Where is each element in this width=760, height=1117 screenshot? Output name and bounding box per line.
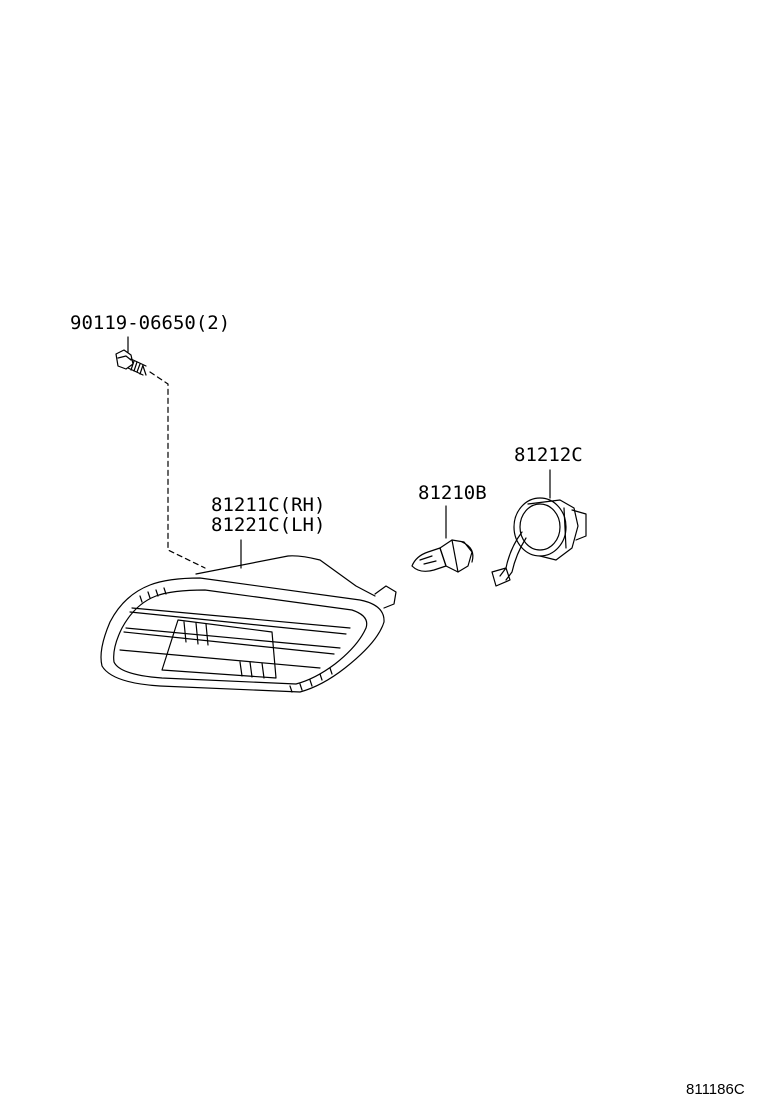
screw-install-dash — [150, 372, 205, 568]
socket-label[interactable]: 81212C — [514, 444, 583, 466]
lamp-assembly-part[interactable] — [101, 556, 396, 692]
bulb-label[interactable]: 81210B — [418, 482, 487, 504]
screw-label[interactable]: 90119-06650(2) — [70, 312, 231, 334]
socket-part[interactable] — [492, 498, 586, 586]
figure-code: 811186C — [686, 1081, 745, 1098]
lamp-rh-label[interactable]: 81211C(RH) — [211, 494, 326, 516]
screw-part[interactable] — [116, 350, 146, 375]
bulb-part[interactable] — [412, 540, 473, 572]
lamp-lh-label[interactable]: 81221C(LH) — [211, 514, 326, 536]
